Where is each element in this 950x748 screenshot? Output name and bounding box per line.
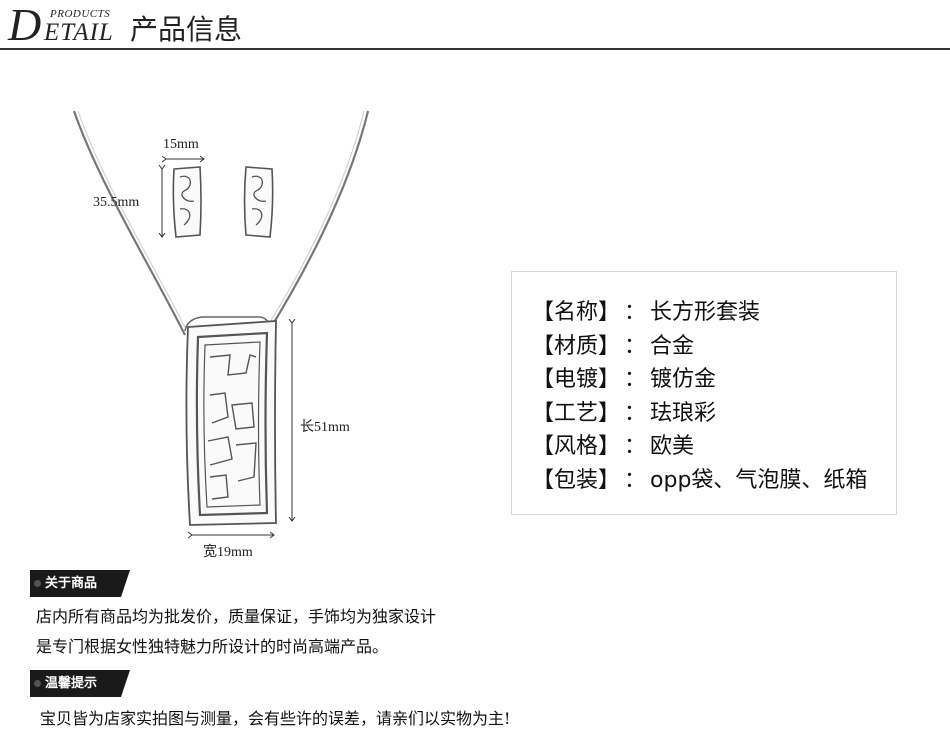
spec-box: 【名称】：长方形套装 【材质】：合金 【电镀】：镀仿金 【工艺】：珐琅彩 【风格… [511,271,897,515]
about-line-2: 是专门根据女性独特魅力所设计的时尚高端产品。 [36,637,389,656]
badge-dot-icon [34,580,41,587]
about-line-1: 店内所有商品均为批发价，质量保证，手饰均为独家设计 [36,607,437,626]
earring-left [172,166,202,238]
product-illustration: 15mm 35.5mm 长51mm 宽19mm [60,105,380,575]
earring-height-label: 35.5mm [93,195,140,210]
spec-row-craft: 【工艺】：珐琅彩 [532,400,717,426]
necklace-earring-sketch [72,110,370,575]
about-badge: 关于商品 [30,570,134,597]
spec-row-name: 【名称】：长方形套装 [532,300,761,325]
logo-etail-text: ETAIL [44,19,114,46]
logo-products-text: PRODUCTS [50,8,111,20]
spec-row-material: 【材质】：合金 [532,333,695,359]
pendant-length-label: 长51mm [300,420,350,435]
spec-row-plating: 【电镀】：镀仿金 [532,367,717,392]
logo-letter-d: D [8,0,42,50]
pendant [185,320,277,526]
spec-row-style: 【风格】：欧美 [532,434,695,459]
badge-shape [30,670,130,697]
earring-right [243,166,274,238]
header-divider [0,48,950,50]
tips-badge-label: 温馨提示 [45,676,98,691]
tips-badge: 温馨提示 [30,670,134,697]
necklace-chain [72,110,370,338]
header: D PRODUCTS ETAIL 产品信息 [0,0,950,52]
tips-line-1: 宝贝皆为店家实拍图与测量，会有些许的误差，请亲们以实物为主! [40,709,511,728]
page-title: 产品信息 [130,13,243,46]
about-badge-label: 关于商品 [45,576,98,591]
spec-list: 【名称】：长方形套装 【材质】：合金 【电镀】：镀仿金 【工艺】：珐琅彩 【风格… [532,296,867,497]
pendant-width-label: 宽19mm [203,545,253,560]
earring-width-label: 15mm [163,137,199,152]
badge-shape [30,570,130,597]
spec-row-packaging: 【包装】：opp袋、气泡膜、纸箱 [532,467,868,493]
dimension-lines [162,159,292,535]
badge-dot-icon [34,680,41,687]
